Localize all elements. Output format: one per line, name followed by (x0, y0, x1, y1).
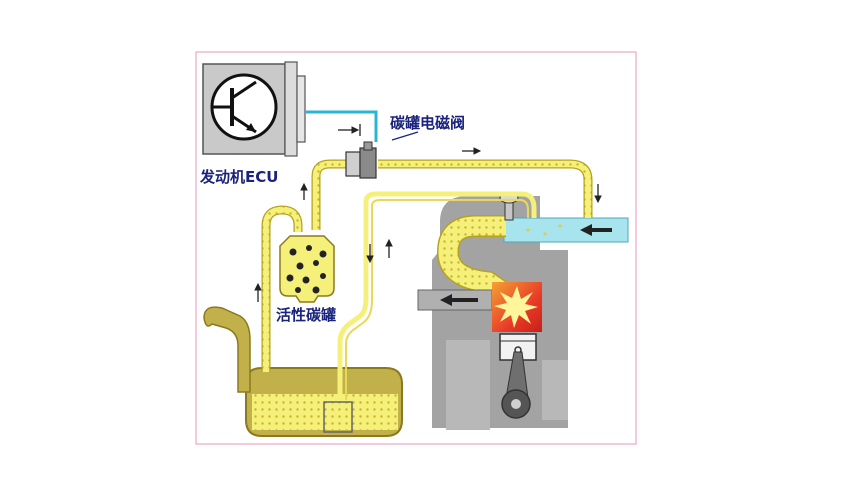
canister-label: 活性碳罐 (276, 306, 336, 324)
diagram-frame (195, 51, 637, 445)
carbon-canister (279, 235, 335, 303)
engine-ecu (202, 61, 306, 157)
transistor-icon (210, 73, 278, 141)
exhaust-flow-arrow-icon (440, 294, 478, 306)
flow-arrow-icon (254, 124, 602, 302)
intake-flow-arrow-icon (580, 224, 612, 236)
ecu-label: 发动机ECU (199, 168, 278, 186)
spark-icon (494, 286, 538, 328)
fuel-supply-line (337, 191, 537, 400)
piston-icon (499, 333, 537, 419)
solenoid-label: 碳罐电磁阀 (390, 114, 465, 132)
solenoid-leader-line (391, 131, 419, 141)
fuel-tank (203, 306, 403, 437)
purge-solenoid-valve (345, 141, 377, 179)
exhaust-pipe (417, 289, 493, 311)
ecu-signal-wire (305, 110, 378, 142)
